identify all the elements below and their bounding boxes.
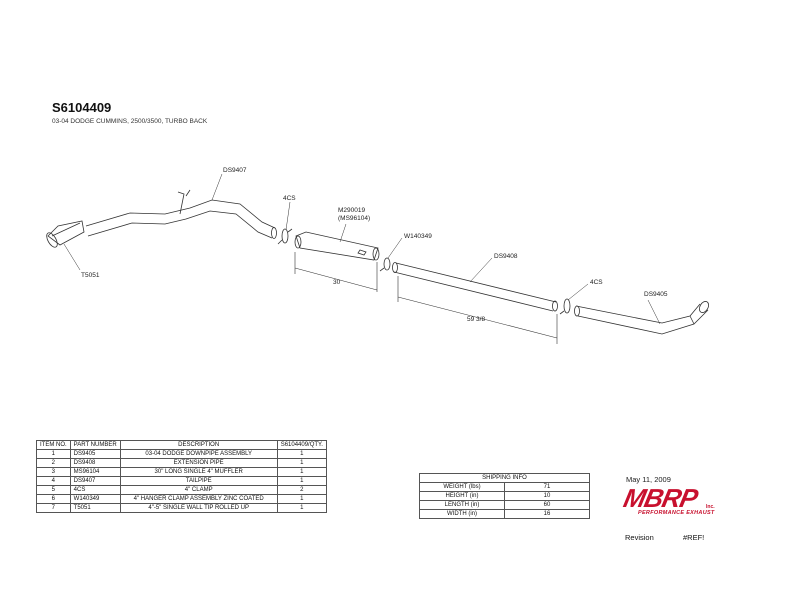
muffler bbox=[294, 231, 380, 261]
bom-item: 4 bbox=[36, 476, 71, 486]
bom-description: 4"-5" SINGLE WALL TIP ROLLED UP bbox=[119, 503, 278, 513]
table-row: 2 DS9408 EXTENSION PIPE 1 bbox=[36, 458, 327, 468]
callout-downpipe: DS9405 bbox=[644, 291, 668, 298]
shipping-label: LENGTH (in) bbox=[419, 500, 505, 510]
callout-clamp-left: 4CS bbox=[283, 195, 296, 202]
shipping-header-row: SHIPPING INFO bbox=[419, 473, 590, 483]
part-number-title: S6104409 bbox=[52, 100, 112, 115]
bom-description: 4" HANGER CLAMP ASSEMBLY ZINC COATED bbox=[119, 494, 278, 504]
callout-tip: T5051 bbox=[81, 272, 100, 279]
bom-qty: 1 bbox=[276, 494, 327, 504]
drawing-date: May 11, 2009 bbox=[626, 475, 671, 484]
dimension-lines bbox=[294, 252, 558, 344]
shipping-value: 60 bbox=[504, 500, 590, 510]
bom-part: MS96104 bbox=[69, 467, 121, 477]
dimension-muffler-length: 30 bbox=[333, 279, 341, 286]
hanger-clamp bbox=[379, 257, 391, 272]
bom-part: T5051 bbox=[69, 503, 121, 513]
bom-description: EXTENSION PIPE bbox=[119, 458, 278, 468]
bom-item: 2 bbox=[36, 458, 71, 468]
callout-muffler-ref: (MS96104) bbox=[338, 215, 370, 222]
bom-description: 30" LONG SINGLE 4" MUFFLER bbox=[119, 467, 278, 477]
bom-item: 7 bbox=[36, 503, 71, 513]
callout-extension: DS9408 bbox=[494, 253, 518, 260]
table-row: 1 DS9405 03-04 DODGE DOWNPIPE ASSEMBLY 1 bbox=[36, 449, 327, 459]
bom-qty: 1 bbox=[276, 476, 327, 486]
callout-tailpipe: DS9407 bbox=[223, 167, 247, 174]
shipping-value: 10 bbox=[504, 491, 590, 501]
table-row: LENGTH (in) 60 bbox=[419, 500, 590, 510]
shipping-title: SHIPPING INFO bbox=[419, 473, 590, 483]
shipping-value: 16 bbox=[504, 509, 590, 519]
bom-item: 3 bbox=[36, 467, 71, 477]
table-row: 6 W140349 4" HANGER CLAMP ASSEMBLY ZINC … bbox=[36, 494, 327, 504]
mbrp-logo: MBRP Inc. PERFORMANCE EXHAUST bbox=[621, 483, 734, 518]
part-description: 03-04 DODGE CUMMINS, 2500/3500, TURBO BA… bbox=[52, 118, 208, 125]
bom-header-qty: S6104409/QTY. bbox=[276, 440, 327, 450]
revision-value: #REF! bbox=[683, 533, 705, 542]
bom-description: TAILPIPE bbox=[119, 476, 278, 486]
table-row: HEIGHT (in) 10 bbox=[419, 491, 590, 501]
bom-description: 4" CLAMP bbox=[119, 485, 278, 495]
tailpipe bbox=[85, 189, 277, 239]
callout-hanger: W140349 bbox=[404, 233, 432, 240]
logo-inc: Inc. bbox=[706, 504, 715, 510]
table-row: WIDTH (in) 16 bbox=[419, 509, 590, 519]
bom-part: DS9408 bbox=[69, 458, 121, 468]
bom-qty: 1 bbox=[276, 458, 327, 468]
callout-muffler-part: M290019 bbox=[338, 207, 365, 214]
callout-clamp-right: 4CS bbox=[590, 279, 603, 286]
bom-qty: 2 bbox=[276, 485, 327, 495]
bom-header-part: PART NUMBER bbox=[69, 440, 121, 450]
logo-tagline: PERFORMANCE EXHAUST bbox=[638, 510, 715, 516]
bom-header-description: DESCRIPTION bbox=[119, 440, 278, 450]
extension-pipe bbox=[392, 262, 558, 312]
table-row: 5 4CS 4" CLAMP 2 bbox=[36, 485, 327, 495]
shipping-label: WEIGHT (lbs) bbox=[419, 482, 505, 492]
shipping-info-table: SHIPPING INFO WEIGHT (lbs) 71 HEIGHT (in… bbox=[419, 473, 590, 519]
dimension-extension-length: 59 3/8 bbox=[467, 316, 485, 323]
bom-item: 6 bbox=[36, 494, 71, 504]
table-row: 4 DS9407 TAILPIPE 1 bbox=[36, 476, 327, 486]
leader-lines bbox=[63, 173, 661, 325]
bom-qty: 1 bbox=[276, 449, 327, 459]
bom-qty: 1 bbox=[276, 467, 327, 477]
table-row: 3 MS96104 30" LONG SINGLE 4" MUFFLER 1 bbox=[36, 467, 327, 477]
clamp-left bbox=[277, 228, 293, 245]
table-row: WEIGHT (lbs) 71 bbox=[419, 482, 590, 492]
bom-item: 5 bbox=[36, 485, 71, 495]
bom-item: 1 bbox=[36, 449, 71, 459]
bom-description: 03-04 DODGE DOWNPIPE ASSEMBLY bbox=[119, 449, 278, 459]
bill-of-materials-table: ITEM NO. PART NUMBER DESCRIPTION S610440… bbox=[36, 440, 327, 513]
bom-part: DS9407 bbox=[69, 476, 121, 486]
bom-part: 4CS bbox=[69, 485, 121, 495]
bom-header-row: ITEM NO. PART NUMBER DESCRIPTION S610440… bbox=[36, 440, 327, 450]
bom-qty: 1 bbox=[276, 503, 327, 513]
shipping-label: HEIGHT (in) bbox=[419, 491, 505, 501]
bom-part: W140349 bbox=[69, 494, 121, 504]
clamp-right bbox=[559, 298, 571, 315]
table-row: 7 T5051 4"-5" SINGLE WALL TIP ROLLED UP … bbox=[36, 503, 327, 513]
revision-label: Revision bbox=[625, 533, 654, 542]
bom-header-item: ITEM NO. bbox=[36, 440, 71, 450]
downpipe bbox=[574, 301, 709, 335]
shipping-label: WIDTH (in) bbox=[419, 509, 505, 519]
shipping-value: 71 bbox=[504, 482, 590, 492]
bom-part: DS9405 bbox=[69, 449, 121, 459]
exhaust-tip bbox=[46, 220, 85, 248]
